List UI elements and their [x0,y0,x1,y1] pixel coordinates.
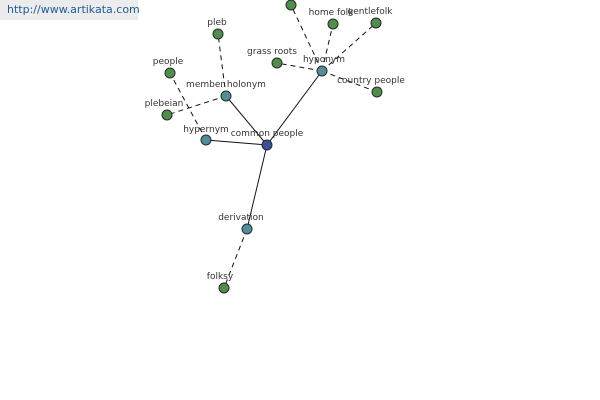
relation-label-member-holonym: member holonym [186,80,266,90]
word-node-plebeian[interactable] [161,109,173,121]
word-label-home-folk: home folk [309,8,355,18]
relation-node-member-holonym[interactable] [220,90,232,102]
relation-label-hyponym: hyponym [303,55,345,65]
relation-label-derivation: derivation [218,213,264,223]
word-label-plebeian: plebeian [145,99,184,109]
relation-node-hyponym[interactable] [316,65,328,77]
relation-label-hypernym: hypernym [183,125,229,135]
edge-unlabeled-top [290,4,323,72]
edge-hyponym [266,70,323,146]
edge-hypernym [205,139,268,146]
word-node-unlabeled-top[interactable] [285,0,297,11]
watermark-url[interactable]: http://www.artikata.com [7,3,140,16]
center-node[interactable] [261,139,273,151]
word-label-country-people: country people [337,76,405,86]
edge-plebeian [166,95,227,116]
edge-derivation [246,144,268,230]
edge-folksy [223,228,248,289]
word-label-people: people [153,57,184,67]
word-node-pleb[interactable] [212,28,224,40]
word-node-folksy[interactable] [218,282,230,294]
relation-node-derivation[interactable] [241,223,253,235]
word-label-pleb: pleb [207,18,227,28]
word-node-grass-roots[interactable] [271,57,283,69]
watermark-box: http://www.artikata.com [0,0,140,20]
edge-people [169,72,207,141]
word-label-grass-roots: grass roots [247,47,297,57]
edges-layer [166,4,378,289]
word-label-folksy: folksy [207,272,234,282]
edge-home-folk [321,23,334,72]
word-node-home-folk[interactable] [327,18,339,30]
edge-country-people [321,70,378,93]
relation-node-hypernym[interactable] [200,134,212,146]
edge-grass-roots [276,62,323,72]
word-node-country-people[interactable] [371,86,383,98]
edge-gentlefolk [321,22,377,72]
edge-pleb [217,33,227,97]
center-label: common people [231,129,304,139]
edge-member-holonym [225,95,268,146]
nodes-layer [161,0,383,294]
word-label-gentlefolk: gentlefolk [348,7,394,17]
word-node-people[interactable] [164,67,176,79]
word-node-gentlefolk[interactable] [370,17,382,29]
